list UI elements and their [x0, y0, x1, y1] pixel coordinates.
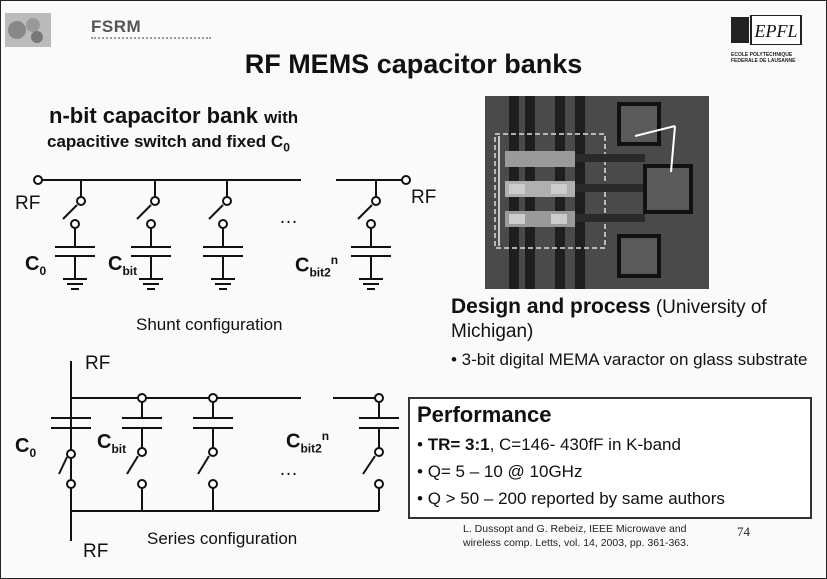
- fsrm-logo: FSRM: [5, 7, 225, 51]
- series-branch: [51, 398, 91, 489]
- design-process-text: Design and process (University of Michig…: [451, 295, 767, 342]
- performance-item: • Q= 5 – 10 @ 10GHz: [417, 462, 583, 481]
- series-circuit-diagram: [51, 361, 399, 541]
- epfl-logo: EPFL ECOLE POLYTECHNIQUE FEDERALE DE LAU…: [731, 14, 803, 64]
- shunt-heading-main: n-bit capacitor bank: [49, 103, 259, 128]
- shunt-rf-right: RF: [411, 187, 437, 208]
- shunt-dots: …: [279, 207, 298, 228]
- shunt-heading-with: with: [264, 108, 299, 127]
- shunt-circuit-diagram: [33, 175, 411, 290]
- performance-title: Performance: [417, 402, 552, 427]
- series-branch: [122, 393, 162, 511]
- shunt-label-cbit: Cbit: [108, 253, 138, 278]
- series-rf-top: RF: [85, 353, 111, 374]
- series-label-c0: C0: [15, 435, 37, 460]
- series-branch: [193, 393, 233, 511]
- shunt-caption: Shunt configuration: [136, 315, 283, 334]
- performance-item: • Q > 50 – 200 reported by same authors: [417, 489, 725, 508]
- varactor-micrograph: [485, 96, 709, 289]
- shunt-heading-line2: capacitive switch and fixed C0: [47, 132, 290, 155]
- epfl-mark-icon: EPFL: [731, 14, 802, 46]
- series-label-cbitn: Cbit2n: [286, 429, 330, 456]
- svg-text:EPFL: EPFL: [754, 21, 798, 41]
- series-branch: [359, 393, 399, 511]
- series-dots: …: [279, 459, 298, 480]
- fsrm-mark-icon: [5, 13, 51, 47]
- shunt-rf-left: RF: [15, 193, 41, 214]
- shunt-heading: n-bit capacitor bank with: [49, 103, 298, 129]
- slide-title: RF MEMS capacitor banks: [244, 49, 583, 79]
- fsrm-logo-subline: [91, 37, 211, 45]
- shunt-branch: [131, 180, 171, 290]
- shunt-label-c0: C0: [25, 253, 47, 278]
- fsrm-logo-text: FSRM: [91, 17, 142, 36]
- epfl-caption: ECOLE POLYTECHNIQUE FEDERALE DE LAUSANNE: [731, 52, 796, 64]
- shunt-branch: [55, 180, 95, 290]
- design-bullet: • 3-bit digital MEMA varactor on glass s…: [451, 350, 808, 369]
- shunt-label-cbitn: Cbit2n: [295, 253, 339, 280]
- shunt-branch: [203, 180, 243, 290]
- series-rf-bottom: RF: [83, 541, 109, 562]
- performance-item: • TR= 3:1, C=146- 430fF in K-band: [417, 435, 681, 454]
- reference-citation: L. Dussopt and G. Rebeiz, IEEE Microwave…: [463, 523, 689, 549]
- performance-box: [408, 397, 812, 519]
- page-number: 74: [737, 524, 750, 539]
- shunt-branch: [351, 180, 391, 290]
- series-caption: Series configuration: [147, 529, 298, 548]
- series-label-cbit: Cbit: [97, 431, 127, 456]
